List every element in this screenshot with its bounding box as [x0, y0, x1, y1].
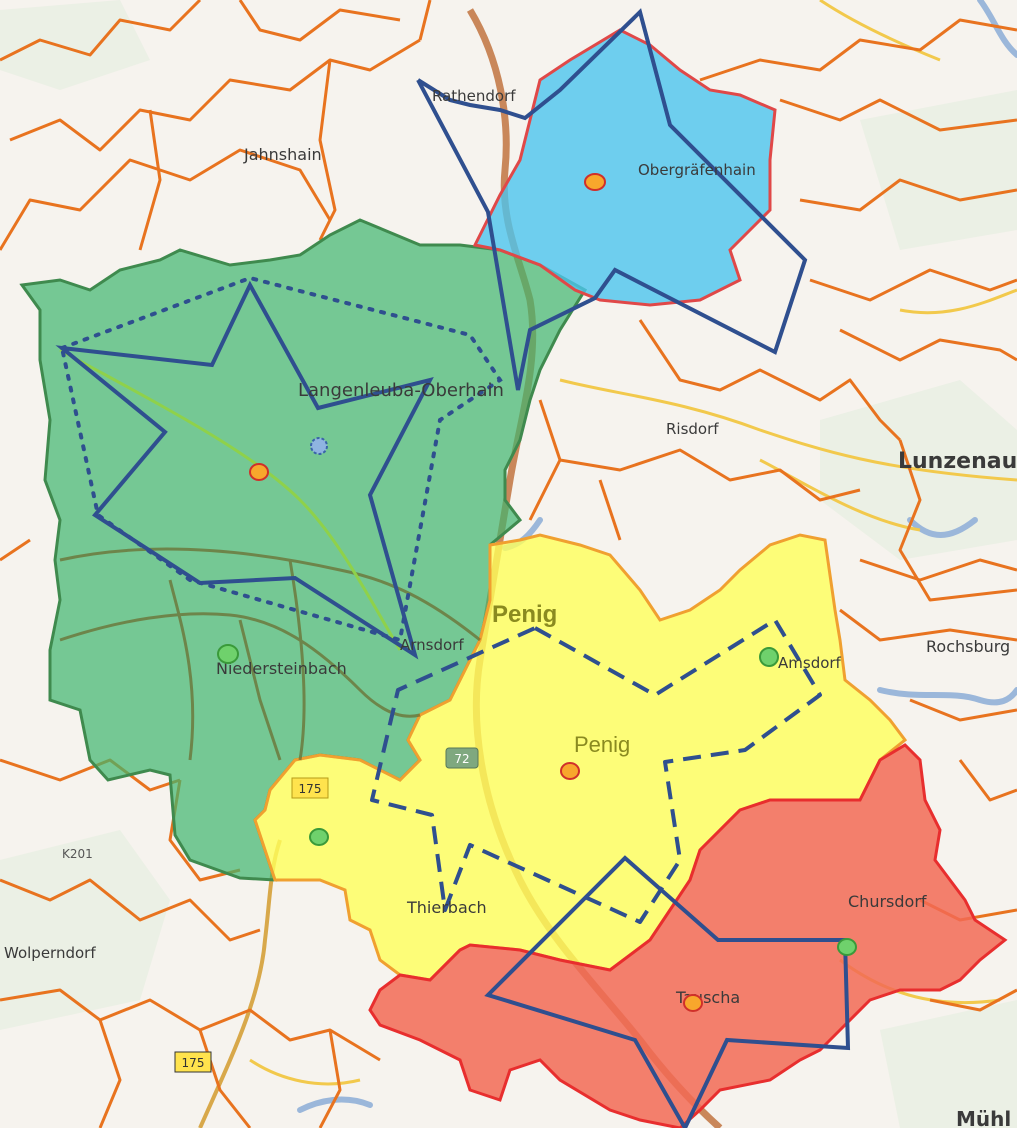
svg-text:175: 175 [299, 782, 322, 796]
star-outline-tauscha [484, 855, 851, 1128]
green-zone-main-road [59, 348, 402, 651]
marker-langenleuba[interactable] [249, 463, 269, 481]
place-penig-heading: Penig [492, 601, 557, 628]
place-rochsburg: Rochsburg [926, 637, 1010, 656]
place-chursdorf: Chursdorf [848, 892, 927, 911]
place-risdorf: Risdorf [666, 420, 719, 438]
place-lunzenau: Lunzenau [898, 449, 1017, 474]
place-langenleuba-oberhain: Langenleuba-Oberhain [298, 380, 504, 401]
star-outline-langenleuba [55, 280, 434, 660]
place-thierbach: Thierbach [406, 898, 487, 917]
marker-chursdorf[interactable] [837, 938, 857, 956]
road-shield-b72: 72 [445, 747, 479, 769]
marker-thierbach[interactable] [309, 828, 329, 846]
road-shield-b175-lower: 175 [174, 1051, 212, 1073]
marker-langenleuba-dashed[interactable] [310, 437, 328, 455]
place-muehl: Mühl [956, 1107, 1011, 1128]
svg-text:K201: K201 [62, 847, 93, 861]
place-arnsdorf: Arnsdorf [400, 636, 464, 654]
marker-penig[interactable] [560, 762, 580, 780]
polygon-outline-obergraefenhain [416, 8, 808, 391]
place-obergraefenhain: Obergräfenhain [638, 161, 756, 179]
marker-amsdorf[interactable] [759, 647, 779, 667]
markers [217, 173, 857, 1012]
green-zone-roads [59, 547, 481, 761]
marker-obergraefenhain[interactable] [584, 173, 606, 191]
place-niedersteinbach: Niedersteinbach [216, 659, 347, 678]
marker-tauscha[interactable] [683, 994, 703, 1012]
svg-text:175: 175 [182, 1056, 205, 1070]
road-label-k201: K201 [62, 847, 93, 861]
place-rathendorf: Rathendorf [432, 87, 516, 105]
zone-red-area[interactable] [368, 743, 1008, 1128]
place-jahnshain: Jahnshain [243, 145, 322, 164]
svg-text:72: 72 [454, 752, 469, 766]
place-wolperndorf: Wolperndorf [4, 944, 96, 962]
marker-niedersteinbach[interactable] [217, 644, 239, 664]
place-penig-town: Penig [574, 732, 630, 757]
road-shield-b175-upper: 175 [291, 777, 329, 799]
place-amsdorf: Amsdorf [778, 654, 842, 672]
